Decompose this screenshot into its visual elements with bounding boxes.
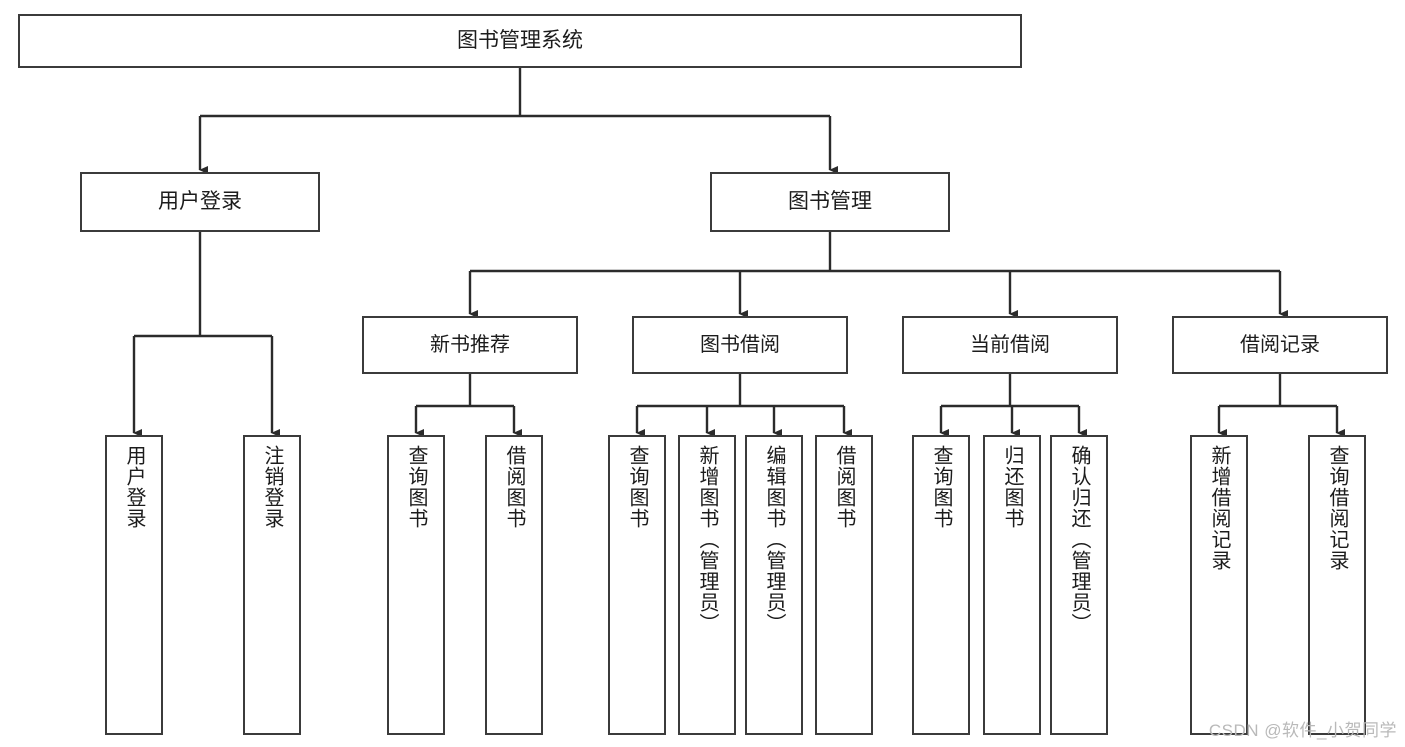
node-label: 当前借阅 (970, 333, 1050, 356)
node-label: 图书借阅 (700, 333, 780, 356)
node-root[interactable]: 图书管理系统 (18, 14, 1022, 68)
node-l2_0[interactable]: 新书推荐 (362, 316, 578, 374)
node-label: 查询图书 (930, 445, 952, 529)
node-label: 图书管理系统 (457, 29, 583, 53)
node-leaf_2[interactable]: 查询图书 (387, 435, 445, 735)
node-l2_3[interactable]: 借阅记录 (1172, 316, 1388, 374)
watermark: CSDN @软件_小贺同学 (1208, 721, 1397, 740)
node-label: 新增借阅记录 (1208, 445, 1230, 571)
node-label: 借阅图书 (833, 445, 855, 529)
node-l1_0[interactable]: 用户登录 (80, 172, 320, 232)
node-label: 确认归还（管理员） (1068, 445, 1090, 634)
node-l2_2[interactable]: 当前借阅 (902, 316, 1118, 374)
node-leaf_9[interactable]: 归还图书 (983, 435, 1041, 735)
node-label: 新增图书（管理员） (696, 445, 718, 634)
node-label: 新书推荐 (430, 333, 510, 356)
node-label: 图书管理 (788, 190, 872, 214)
node-l1_1[interactable]: 图书管理 (710, 172, 950, 232)
node-label: 注销登录 (261, 445, 283, 529)
node-leaf_10[interactable]: 确认归还（管理员） (1050, 435, 1108, 735)
node-label: 编辑图书（管理员） (763, 445, 785, 634)
node-label: 用户登录 (123, 445, 145, 529)
node-leaf_7[interactable]: 借阅图书 (815, 435, 873, 735)
node-leaf_3[interactable]: 借阅图书 (485, 435, 543, 735)
node-leaf_8[interactable]: 查询图书 (912, 435, 970, 735)
node-label: 归还图书 (1001, 445, 1023, 529)
node-leaf_5[interactable]: 新增图书（管理员） (678, 435, 736, 735)
node-l2_1[interactable]: 图书借阅 (632, 316, 848, 374)
edge-paths (132, 68, 1345, 437)
node-label: 查询借阅记录 (1326, 445, 1348, 571)
node-label: 查询图书 (405, 445, 427, 529)
node-leaf_11[interactable]: 新增借阅记录 (1190, 435, 1248, 735)
node-leaf_12[interactable]: 查询借阅记录 (1308, 435, 1366, 735)
node-leaf_6[interactable]: 编辑图书（管理员） (745, 435, 803, 735)
node-label: 用户登录 (158, 190, 242, 214)
node-leaf_4[interactable]: 查询图书 (608, 435, 666, 735)
node-label: 查询图书 (626, 445, 648, 529)
node-label: 借阅图书 (503, 445, 525, 529)
node-leaf_0[interactable]: 用户登录 (105, 435, 163, 735)
node-leaf_1[interactable]: 注销登录 (243, 435, 301, 735)
node-label: 借阅记录 (1240, 333, 1320, 356)
